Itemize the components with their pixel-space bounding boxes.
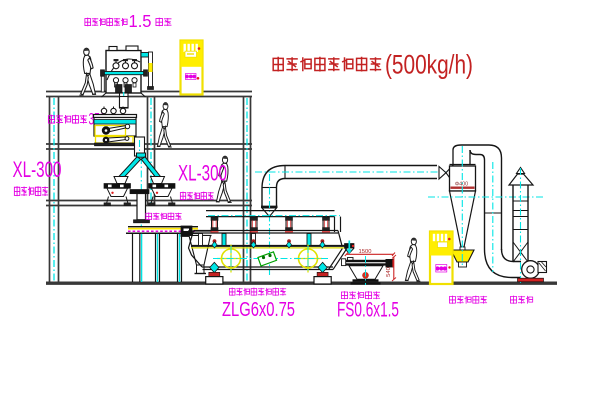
svg-text:1500: 1500 — [359, 249, 372, 255]
svg-text:1.5: 1.5 — [129, 11, 152, 31]
svg-text:540: 540 — [386, 267, 392, 277]
svg-text:(500kg/h): (500kg/h) — [385, 50, 473, 80]
svg-text:XL-300: XL-300 — [13, 157, 62, 182]
svg-text:FS0.6x1.5: FS0.6x1.5 — [337, 299, 399, 322]
svg-text:XL-300: XL-300 — [178, 161, 227, 186]
svg-text:ZLG6x0.75: ZLG6x0.75 — [222, 299, 295, 321]
svg-text:Φ400: Φ400 — [455, 182, 468, 188]
